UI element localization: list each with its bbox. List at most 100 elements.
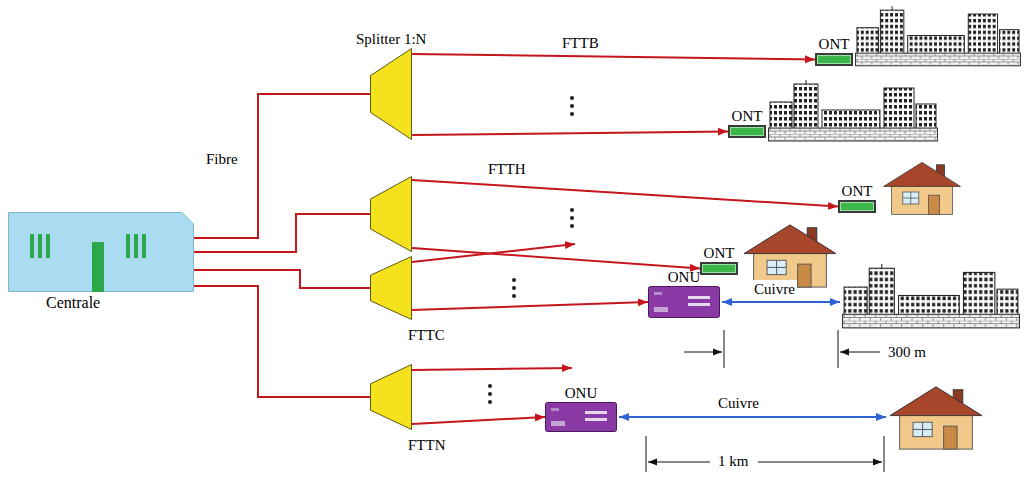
- dimension-tick: [884, 436, 885, 472]
- fiber-link: [412, 132, 728, 136]
- ont-shape: [728, 125, 766, 138]
- office-bar: [30, 234, 34, 258]
- building-cluster: [769, 80, 938, 141]
- node-label: ONU: [563, 384, 600, 402]
- ellipsis-dot: [488, 400, 492, 404]
- splitter-outline: [370, 364, 412, 430]
- splitter-symbol: [371, 177, 412, 252]
- fiber-link: [412, 302, 648, 310]
- onu-outline: [545, 402, 617, 432]
- fiber-link: [194, 94, 370, 238]
- dimension-label: 300 m: [886, 343, 928, 361]
- node-label: ONT: [817, 35, 852, 53]
- ellipsis-dot: [570, 96, 574, 100]
- splitter: Splitter 1:N: [354, 30, 428, 140]
- splitter-outline: [370, 256, 412, 320]
- splitter-outline: [370, 48, 412, 140]
- node-label: ONT: [702, 244, 737, 262]
- node-label: ONT: [840, 182, 875, 200]
- onu-outline: [648, 286, 720, 318]
- office-body: [9, 213, 194, 292]
- dimension-tick: [646, 436, 647, 472]
- ont-shape: [815, 53, 853, 66]
- connector-group: [194, 54, 815, 424]
- building-cluster: [855, 6, 1020, 66]
- onu-detail: [585, 411, 607, 414]
- medium-label: Cuivre: [752, 280, 797, 298]
- node-label: FTTN: [406, 436, 448, 454]
- ellipsis-dot: [512, 278, 516, 282]
- centrale-outline: [8, 212, 194, 292]
- centrale-shape: [8, 212, 194, 292]
- onu-detail: [551, 421, 565, 426]
- splitter-shape: [370, 256, 412, 320]
- office-bar: [46, 234, 50, 258]
- ont-terminal: ONT: [700, 244, 738, 275]
- dimension-arrow: [758, 462, 882, 463]
- onu-shape: [648, 286, 720, 318]
- fiber-line: [412, 368, 572, 370]
- dimension-arrow: [684, 352, 722, 353]
- onu-body: [546, 403, 617, 432]
- house: [884, 162, 961, 214]
- dimension-tick: [838, 330, 839, 368]
- node-label: Splitter 1:N: [354, 30, 428, 48]
- dimension-arrow: [648, 462, 710, 463]
- ellipsis-dot: [570, 224, 574, 228]
- splitter: FTTC: [370, 256, 447, 344]
- node-label: ONU: [666, 268, 703, 286]
- medium-label: Cuivre: [716, 394, 761, 412]
- ellipsis-dot: [570, 104, 574, 108]
- node-label: FTTC: [406, 326, 447, 344]
- fiber-line: [412, 248, 700, 269]
- dimension-tick: [724, 330, 725, 368]
- onu-detail: [551, 408, 559, 411]
- copper-line: [722, 301, 840, 303]
- ellipsis-dot: [512, 286, 516, 290]
- ellipsis-dot: [570, 112, 574, 116]
- link-label: Fibre: [204, 150, 240, 168]
- ont-terminal: ONT: [728, 107, 766, 138]
- house: [744, 225, 836, 287]
- onu-detail: [654, 292, 662, 295]
- ellipsis-dot: [488, 392, 492, 396]
- fiber-link: [194, 286, 370, 397]
- splitter: FTTN: [370, 364, 448, 454]
- fiber-line: [412, 244, 575, 262]
- house: [890, 387, 982, 449]
- fiber-link: [412, 54, 815, 60]
- office-bar: [38, 234, 42, 258]
- dimension-label: 1 km: [716, 452, 750, 470]
- copper-line: [619, 416, 886, 418]
- ont-shape: [838, 200, 876, 213]
- central-office: Centrale: [8, 212, 194, 312]
- splitter-shape: [370, 364, 412, 430]
- fiber-link: [412, 417, 545, 424]
- onu-body: [649, 287, 720, 318]
- ellipsis-dot: [570, 208, 574, 212]
- onu-detail: [654, 307, 668, 312]
- splitter-shape: [370, 48, 412, 140]
- ont-terminal: ONT: [815, 35, 853, 66]
- office-bar: [126, 234, 130, 258]
- office-bar: [134, 234, 138, 258]
- dimension-arrow: [840, 352, 880, 353]
- onu-detail: [688, 303, 710, 306]
- onu-detail: [585, 418, 607, 421]
- node-label: Centrale: [44, 294, 102, 312]
- fiber-line: [194, 214, 370, 252]
- splitter-body: [371, 365, 412, 430]
- ellipsis-dot: [512, 294, 516, 298]
- office-bar: [92, 242, 104, 292]
- ellipsis-dot: [488, 384, 492, 388]
- ont-terminal: ONT: [838, 182, 876, 213]
- node-label: ONT: [730, 107, 765, 125]
- ont-shape: [700, 262, 738, 275]
- building-cluster: [843, 264, 1020, 328]
- splitter-body: [371, 257, 412, 320]
- fiber-line: [412, 180, 838, 207]
- splitter-body: [371, 49, 412, 140]
- ellipsis-dot: [570, 216, 574, 220]
- office-bar: [142, 234, 146, 258]
